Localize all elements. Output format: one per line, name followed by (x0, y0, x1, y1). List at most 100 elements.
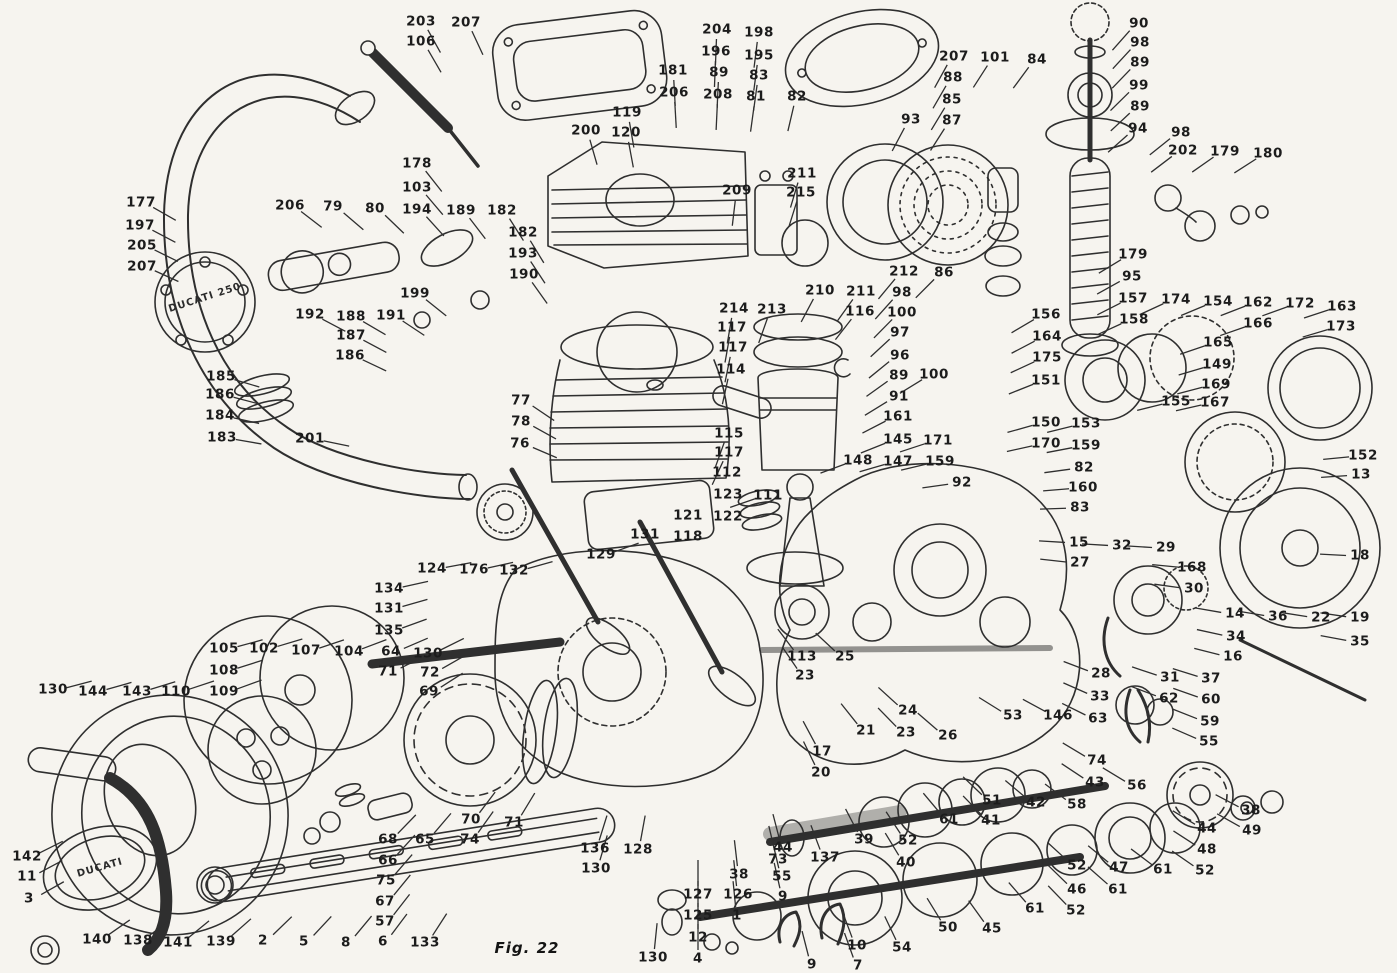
part-label-46: 46 (1067, 881, 1087, 898)
part-label-137: 137 (810, 849, 840, 866)
part-label-52: 52 (1066, 902, 1086, 919)
part-label-93: 93 (901, 111, 921, 128)
part-label-14: 14 (1225, 605, 1245, 622)
part-label-114: 114 (716, 361, 746, 378)
part-label-178: 178 (402, 155, 432, 172)
part-label-208: 208 (703, 86, 733, 103)
part-label-39: 39 (854, 831, 874, 848)
part-label-35: 35 (1350, 633, 1370, 650)
part-label-214: 214 (719, 300, 749, 317)
part-label-1: 1 (732, 907, 742, 924)
part-label-15: 15 (1069, 534, 1089, 551)
part-label-98: 98 (892, 284, 912, 301)
part-label-128: 128 (623, 841, 653, 858)
part-label-192: 192 (295, 306, 325, 323)
part-label-152: 152 (1348, 447, 1378, 464)
part-label-109: 109 (209, 683, 239, 700)
part-label-41: 41 (981, 812, 1001, 829)
part-label-165: 165 (1203, 334, 1233, 351)
part-label-179: 179 (1118, 246, 1148, 263)
part-label-134: 134 (374, 580, 404, 597)
part-label-50: 50 (938, 919, 958, 936)
part-label-64: 64 (381, 643, 401, 660)
part-label-155: 155 (1161, 393, 1191, 410)
part-label-2: 2 (258, 932, 268, 949)
part-label-90: 90 (1129, 15, 1149, 32)
part-label-159: 159 (925, 453, 955, 470)
part-label-163: 163 (1327, 298, 1357, 315)
part-label-201: 201 (295, 430, 325, 447)
part-label-127: 127 (683, 886, 713, 903)
part-label-92: 92 (952, 474, 972, 491)
part-label-98: 98 (1130, 34, 1150, 51)
part-label-198: 198 (744, 24, 774, 41)
part-label-40: 40 (896, 854, 916, 871)
part-label-130: 130 (38, 681, 68, 698)
part-label-79: 79 (323, 198, 343, 215)
part-label-9: 9 (778, 888, 788, 905)
part-label-151: 151 (1031, 372, 1061, 389)
part-label-19: 19 (1350, 609, 1370, 626)
part-label-36: 36 (1268, 608, 1288, 625)
part-label-182: 182 (487, 202, 517, 219)
part-label-138: 138 (123, 932, 153, 949)
part-label-52: 52 (1067, 857, 1087, 874)
part-label-186: 186 (205, 386, 235, 403)
part-label-108: 108 (209, 662, 239, 679)
part-label-191: 191 (376, 307, 406, 324)
part-label-170: 170 (1031, 435, 1061, 452)
brand-mark: DUCATI (75, 856, 125, 880)
part-label-24: 24 (898, 702, 918, 719)
part-label-69: 69 (419, 683, 439, 700)
part-label-71: 71 (378, 663, 398, 680)
part-label-63: 63 (1088, 710, 1108, 727)
part-label-67: 67 (375, 893, 395, 910)
part-label-161: 161 (883, 408, 913, 425)
part-label-66: 66 (378, 852, 398, 869)
part-label-95: 95 (1122, 268, 1142, 285)
part-label-207: 207 (127, 258, 157, 275)
part-label-38: 38 (729, 866, 749, 883)
part-label-83: 83 (749, 67, 769, 84)
part-label-87: 87 (942, 112, 962, 129)
part-label-82: 82 (1074, 459, 1094, 476)
part-label-206: 206 (275, 197, 305, 214)
part-label-71: 71 (504, 814, 524, 831)
part-label-65: 65 (415, 831, 435, 848)
part-label-70: 70 (461, 811, 481, 828)
part-label-37: 37 (1201, 670, 1221, 687)
part-label-89: 89 (1130, 54, 1150, 71)
part-label-193: 193 (508, 245, 538, 262)
part-label-203: 203 (406, 13, 436, 30)
part-label-130: 130 (581, 860, 611, 877)
part-label-207: 207 (939, 48, 969, 65)
part-label-176: 176 (459, 561, 489, 578)
part-label-194: 194 (402, 201, 432, 218)
part-label-81: 81 (746, 88, 766, 105)
part-label-13: 13 (1351, 466, 1371, 483)
brand-mark: DUCATI 250 (167, 281, 243, 315)
part-label-131: 131 (374, 600, 404, 617)
part-label-111: 111 (753, 487, 783, 504)
part-label-45: 45 (982, 920, 1002, 937)
part-label-21: 21 (856, 722, 876, 739)
part-label-55: 55 (772, 868, 792, 885)
part-label-204: 204 (702, 21, 732, 38)
part-label-59: 59 (1200, 713, 1220, 730)
part-label-126: 126 (723, 886, 753, 903)
part-label-86: 86 (934, 264, 954, 281)
part-label-205: 205 (127, 237, 157, 254)
part-label-88: 88 (943, 69, 963, 86)
part-label-100: 100 (919, 366, 949, 383)
part-label-43: 43 (1085, 774, 1105, 791)
part-label-171: 171 (923, 432, 953, 449)
part-label-159: 159 (1071, 437, 1101, 454)
part-label-97: 97 (890, 324, 910, 341)
part-label-11: 11 (17, 868, 37, 885)
part-label-184: 184 (205, 407, 235, 424)
part-label-160: 160 (1068, 479, 1098, 496)
part-label-17: 17 (812, 743, 832, 760)
part-label-49: 49 (1242, 822, 1262, 839)
part-label-103: 103 (402, 179, 432, 196)
